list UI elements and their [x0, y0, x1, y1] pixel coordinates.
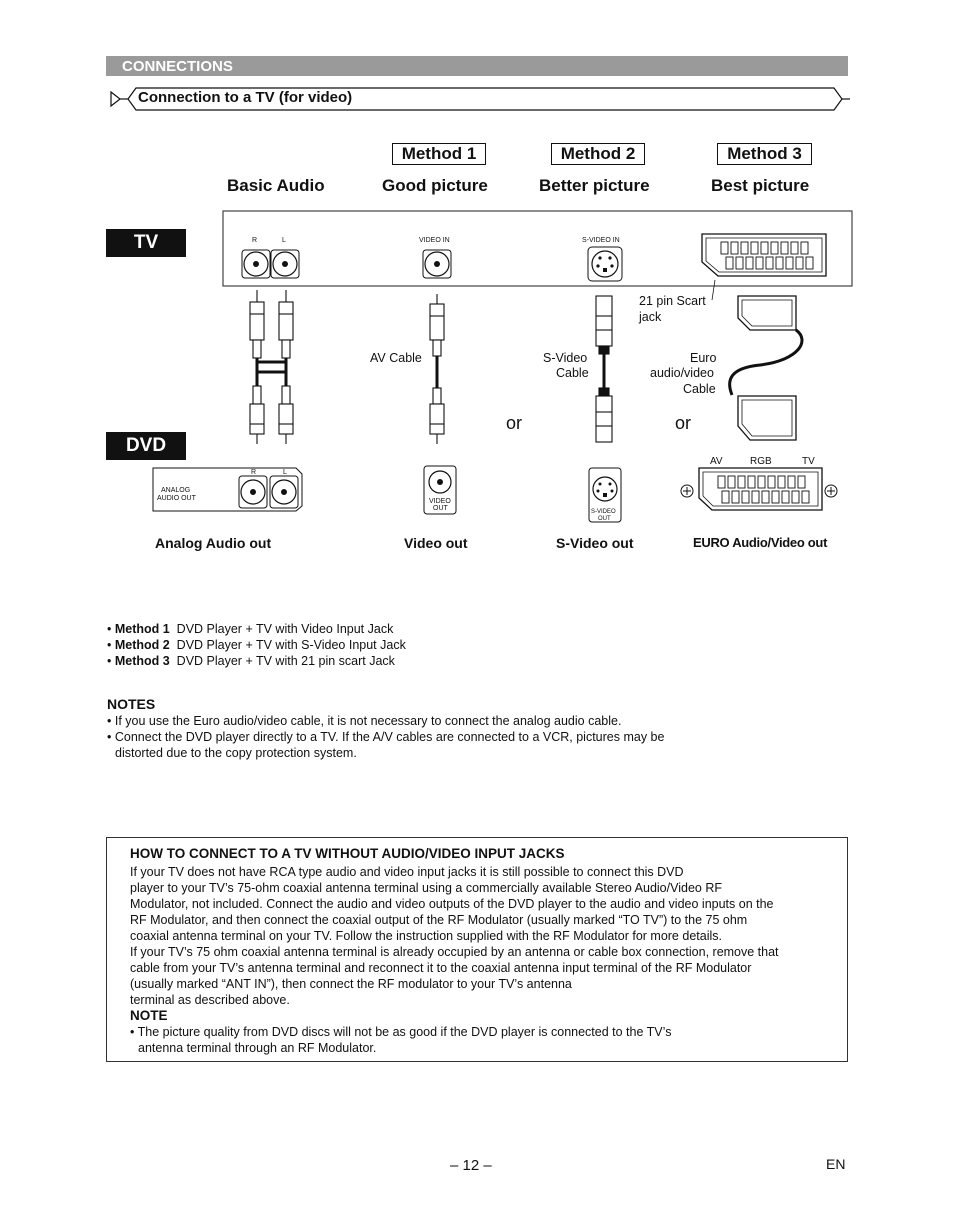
- section-title: CONNECTIONS: [122, 58, 233, 75]
- col-good-picture: Good picture: [382, 176, 488, 195]
- notes-title: NOTES: [107, 696, 156, 712]
- howto-line: Modulator, not included. Connect the aud…: [130, 897, 774, 911]
- audio-rca-cable: [249, 290, 294, 444]
- howto-line: coaxial antenna terminal on your TV. Fol…: [130, 929, 722, 943]
- howto-note-item: • The picture quality from DVD discs wil…: [130, 1025, 672, 1039]
- note-item: • Connect the DVD player directly to a T…: [107, 730, 665, 744]
- tv-label: TV: [106, 229, 186, 257]
- svideo-cable-label-2: Cable: [556, 366, 589, 380]
- method-list-item: • Method 3 DVD Player + TV with 21 pin s…: [107, 654, 395, 668]
- tv-audio-r-jack: [241, 249, 271, 279]
- howto-note-title: NOTE: [130, 1008, 168, 1023]
- dvd-scart-tv-label: TV: [802, 456, 815, 467]
- or-label-2: or: [675, 413, 692, 433]
- scart-jack-label-1: 21 pin Scart: [639, 294, 706, 308]
- tv-audio-l-jack: [270, 249, 300, 279]
- dvd-analog-label-2: AUDIO OUT: [157, 495, 196, 502]
- tv-l-label: L: [282, 237, 286, 244]
- tv-scart-jack: [701, 233, 827, 277]
- method-3-box: Method 3: [717, 143, 812, 165]
- tv-video-in-jack: [422, 249, 452, 279]
- dvd-analog-audio-panel: [152, 467, 303, 512]
- svideo-cable: [595, 295, 613, 443]
- note-item: • If you use the Euro audio/video cable,…: [107, 714, 622, 728]
- method-2-box: Method 2: [551, 143, 645, 165]
- howto-line: cable from your TV’s antenna terminal an…: [130, 961, 752, 975]
- av-cable: [429, 294, 445, 444]
- howto-line: RF Modulator, and then connect the coaxi…: [130, 913, 748, 927]
- page-number: – 12 –: [450, 1157, 492, 1174]
- howto-line: (usually marked “ANT IN”), then connect …: [130, 977, 572, 991]
- howto-box: HOW TO CONNECT TO A TV WITHOUT AUDIO/VID…: [106, 837, 848, 1062]
- or-label-1: or: [506, 413, 523, 433]
- howto-line: terminal as described above.: [130, 993, 290, 1007]
- dvd-svideo-out-jack: [588, 467, 622, 523]
- output-analog-audio: Analog Audio out: [155, 535, 272, 551]
- subtitle: Connection to a TV (for video): [138, 89, 353, 106]
- scart-leader-line: [711, 279, 716, 301]
- col-basic-audio: Basic Audio: [227, 176, 325, 195]
- dvd-scart-av-label: AV: [710, 456, 723, 467]
- euro-cable-label-2: audio/video: [650, 366, 714, 380]
- subtitle-frame: [110, 87, 850, 111]
- tv-svideo-in-jack: [587, 246, 623, 282]
- howto-note-item: antenna terminal through an RF Modulator…: [138, 1041, 377, 1055]
- svideo-cable-label-1: S-Video: [543, 351, 588, 365]
- output-euro: EURO Audio/Video out: [693, 535, 828, 550]
- dvd-analog-label-1: ANALOG: [161, 487, 191, 494]
- tv-r-label: R: [252, 237, 258, 244]
- howto-body: If your TV does not have RCA type audio …: [130, 864, 840, 1056]
- connection-diagram: [152, 210, 853, 523]
- howto-title: HOW TO CONNECT TO A TV WITHOUT AUDIO/VID…: [130, 846, 565, 861]
- tv-rear-panel: [222, 210, 853, 287]
- scart-cable: [728, 295, 804, 441]
- dvd-r-label: R: [251, 469, 257, 476]
- dvd-label: DVD: [106, 432, 186, 460]
- col-better-picture: Better picture: [539, 176, 650, 195]
- dvd-svideo-out-label-2: OUT: [598, 516, 611, 522]
- dvd-scart-rgb-label: RGB: [750, 456, 772, 467]
- output-svideo: S-Video out: [556, 535, 634, 551]
- dvd-video-out-label-1: VIDEO: [429, 498, 451, 505]
- howto-line: If your TV does not have RCA type audio …: [130, 865, 684, 879]
- dvd-video-out-label-2: OUT: [433, 505, 448, 512]
- dvd-euro-scart-jack: [680, 467, 838, 511]
- av-cable-label: AV Cable: [370, 351, 422, 365]
- euro-cable-label-1: Euro: [690, 351, 717, 365]
- output-video: Video out: [404, 535, 468, 551]
- notes-list: • If you use the Euro audio/video cable,…: [107, 713, 807, 761]
- dvd-video-out-jack: [423, 465, 457, 515]
- dvd-l-label: L: [283, 469, 287, 476]
- method-list-item: • Method 1 DVD Player + TV with Video In…: [107, 622, 394, 636]
- tv-svideo-in-label: S-VIDEO IN: [582, 237, 620, 244]
- method-list: • Method 1 DVD Player + TV with Video In…: [107, 621, 406, 669]
- howto-line: If your TV’s 75 ohm coaxial antenna term…: [130, 945, 779, 959]
- note-item: distorted due to the copy protection sys…: [115, 746, 357, 760]
- section-header-bar: CONNECTIONS: [106, 56, 848, 76]
- language-tag: EN: [826, 1156, 846, 1172]
- method-1-box: Method 1: [392, 143, 486, 165]
- method-list-item: • Method 2 DVD Player + TV with S-Video …: [107, 638, 406, 652]
- tv-video-in-label: VIDEO IN: [419, 237, 450, 244]
- euro-cable-label-3: Cable: [683, 382, 716, 396]
- scart-jack-label-2: jack: [639, 310, 662, 324]
- dvd-svideo-out-label-1: S-VIDEO: [591, 509, 616, 515]
- col-best-picture: Best picture: [711, 176, 810, 195]
- howto-line: player to your TV’s 75-ohm coaxial anten…: [130, 881, 722, 895]
